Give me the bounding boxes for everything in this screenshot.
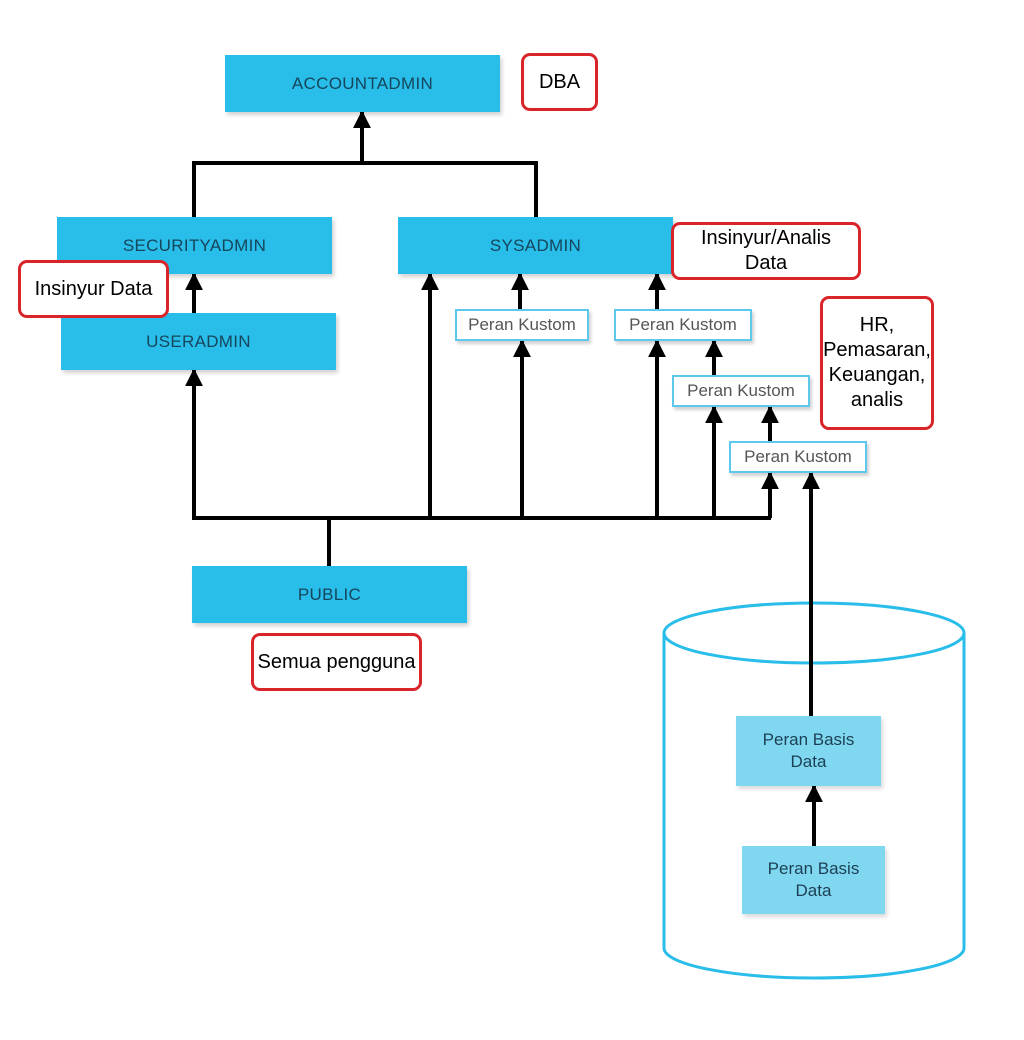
database-role-1-line-2: Data (790, 752, 827, 771)
note-all-users: Semua pengguna (251, 633, 422, 691)
custom-role-3: Peran Kustom (672, 375, 810, 407)
note-data-engineer-text: Insinyur Data (34, 277, 153, 300)
role-sysadmin: SYSADMIN (398, 217, 673, 274)
note-engineer-analyst-line-1: Insinyur/Analis (700, 227, 832, 249)
note-business-line-1: HR, (859, 314, 895, 336)
database-cylinder (662, 601, 966, 980)
database-role-1: Peran Basis Data (736, 716, 881, 786)
role-useradmin: USERADMIN (61, 313, 336, 370)
database-role-2-line-2: Data (795, 881, 832, 900)
note-business-users: HR, Pemasaran, Keuangan, analis (820, 296, 934, 430)
note-all-users-text: Semua pengguna (257, 650, 416, 673)
role-accountadmin: ACCOUNTADMIN (225, 55, 500, 112)
database-role-2-line-1: Peran Basis (767, 859, 860, 878)
note-data-engineer: Insinyur Data (18, 260, 169, 318)
note-dba: DBA (521, 53, 598, 111)
note-business-line-3: Keuangan, (828, 364, 926, 386)
note-engineer-analyst-line-2: Data (744, 252, 788, 274)
note-business-line-4: analis (850, 389, 904, 411)
database-role-1-line-1: Peran Basis (762, 730, 855, 749)
note-business-line-2: Pemasaran, (823, 339, 931, 361)
note-engineer-analyst: Insinyur/Analis Data (671, 222, 861, 280)
connector-admin-branch (192, 161, 538, 217)
custom-role-2: Peran Kustom (614, 309, 752, 341)
custom-role-1: Peran Kustom (455, 309, 589, 341)
role-public: PUBLIC (192, 566, 467, 623)
database-role-2: Peran Basis Data (742, 846, 885, 914)
custom-role-4: Peran Kustom (729, 441, 867, 473)
note-dba-text: DBA (538, 70, 581, 93)
